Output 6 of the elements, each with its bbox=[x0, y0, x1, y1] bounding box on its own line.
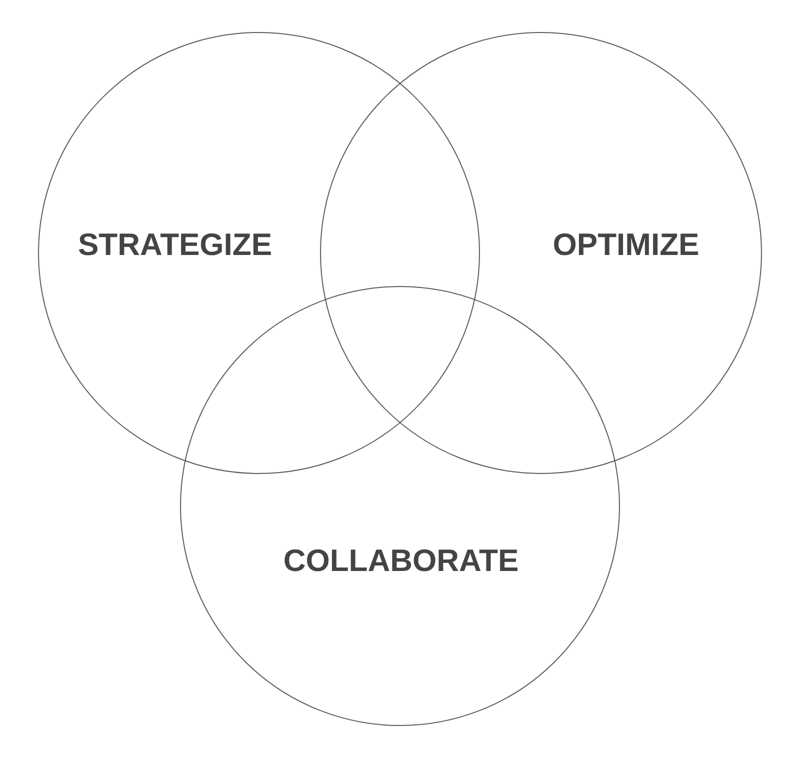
venn-circle bbox=[38, 32, 480, 474]
venn-circle bbox=[180, 286, 620, 726]
circle-label: OPTIMIZE bbox=[552, 227, 700, 263]
venn-circle bbox=[320, 32, 762, 474]
circle-label: STRATEGIZE bbox=[78, 227, 272, 263]
circle-label: COLLABORATE bbox=[283, 543, 519, 579]
